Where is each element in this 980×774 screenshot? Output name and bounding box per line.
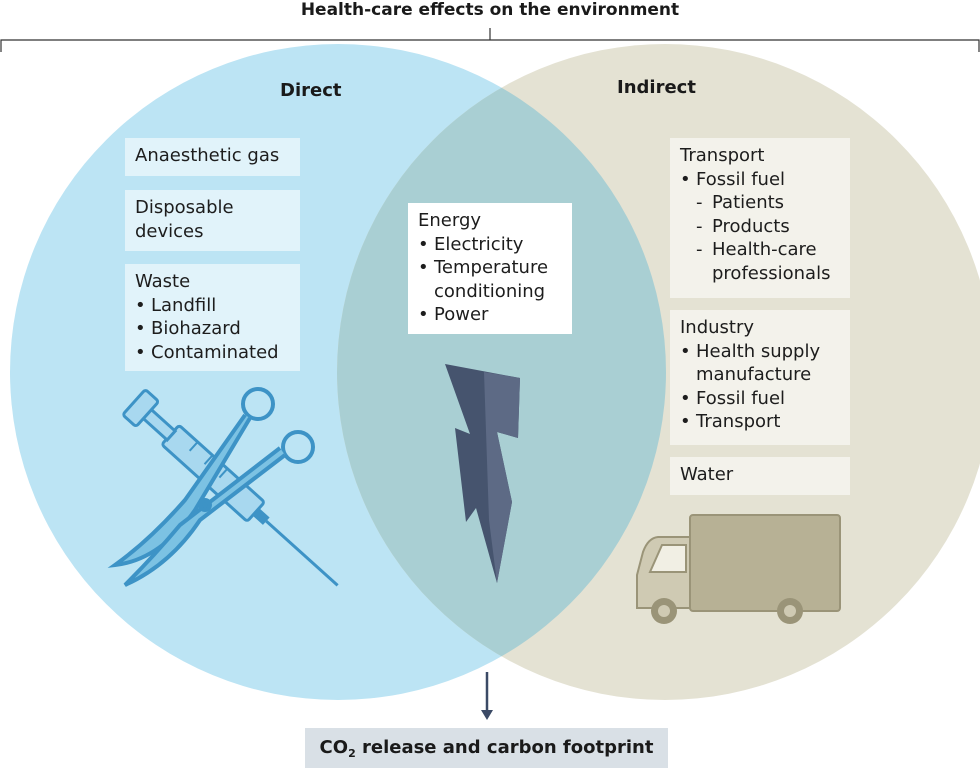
disposable-devices-box: Disposable devices	[125, 190, 300, 251]
list-item: -Health-care	[696, 239, 817, 260]
direct-header: Direct	[280, 80, 342, 101]
disposable-label-line2: devices	[135, 220, 204, 242]
energy-item-temperature: Temperature	[434, 257, 549, 278]
indirect-header: Indirect	[617, 77, 696, 98]
list-item: •Fossil fuel	[680, 168, 786, 190]
result-prefix: CO	[319, 737, 349, 758]
transport-sub-professionals: professionals	[712, 262, 831, 284]
transport-sub-healthcare: Health-care	[712, 239, 817, 260]
industry-item-manufacture: manufacture	[696, 364, 812, 385]
energy-box: Energy •Electricity •Temperature conditi…	[408, 203, 572, 334]
list-item: -Patients	[696, 192, 785, 213]
industry-item-health-supply: Health supply	[696, 340, 821, 362]
lightning-bolt-icon	[445, 364, 520, 583]
waste-item-landfill: Landfill	[151, 294, 217, 316]
title-bracket	[0, 28, 980, 52]
result-subscript: 2	[348, 747, 356, 760]
anaesthetic-gas-label: Anaesthetic gas	[135, 145, 280, 166]
transport-bullet: Fossil fuel	[696, 168, 786, 190]
waste-title: Waste	[135, 271, 191, 292]
result-box: CO2 release and carbon footprint	[305, 728, 668, 768]
list-item: •Fossil fuel	[680, 387, 786, 409]
water-box: Water	[670, 457, 850, 495]
list-item: •Electricity	[418, 233, 524, 255]
industry-item-fossil-fuel: Fossil fuel	[696, 387, 786, 409]
water-label: Water	[680, 464, 734, 485]
list-item: •Contaminated	[135, 341, 279, 363]
list-item: •Power	[418, 304, 489, 325]
transport-sub-patients: Patients	[712, 192, 785, 213]
transport-box: Transport •Fossil fuel -Patients -Produc…	[670, 138, 850, 298]
disposable-label-line1: Disposable	[135, 197, 234, 218]
diagram-title: Health-care effects on the environment	[300, 0, 680, 20]
list-item: •Landfill	[135, 294, 217, 316]
waste-box: Waste •Landfill •Biohazard •Contaminated	[125, 264, 300, 371]
waste-item-biohazard: Biohazard	[151, 318, 241, 339]
result-suffix: release and carbon footprint	[355, 737, 654, 758]
anaesthetic-gas-box: Anaesthetic gas	[125, 138, 300, 176]
industry-box: Industry •Health supply manufacture •Fos…	[670, 310, 850, 445]
energy-title: Energy	[418, 210, 482, 231]
truck-icon	[636, 514, 841, 624]
energy-item-electricity: Electricity	[434, 233, 524, 255]
energy-item-power: Power	[434, 304, 489, 325]
waste-item-contaminated: Contaminated	[151, 341, 279, 363]
list-item: -Products	[696, 215, 790, 237]
arrow-down-icon	[481, 672, 493, 720]
list-item: •Temperature	[418, 257, 549, 278]
energy-item-conditioning: conditioning	[434, 280, 546, 302]
scissors-icon	[107, 387, 315, 587]
list-item: •Transport	[680, 411, 781, 432]
industry-title: Industry	[680, 317, 755, 338]
transport-sub-products: Products	[712, 215, 790, 237]
list-item: •Health supply	[680, 340, 821, 362]
transport-title: Transport	[680, 145, 765, 166]
industry-item-transport: Transport	[696, 411, 781, 432]
list-item: •Biohazard	[135, 318, 241, 339]
